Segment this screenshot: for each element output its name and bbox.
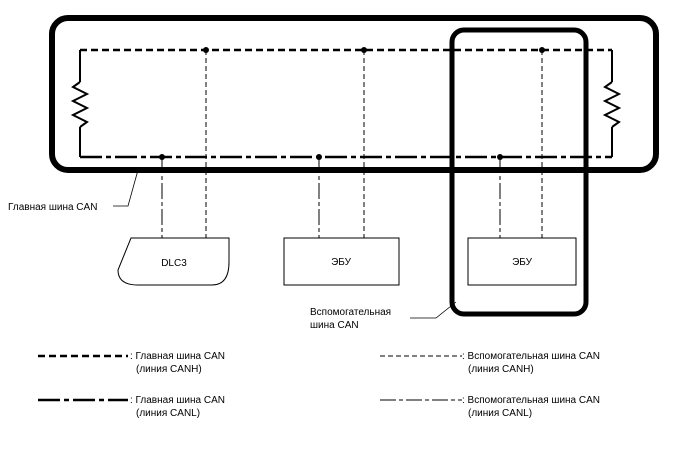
sub-canh-stubs	[205, 50, 543, 238]
legend-main-canl: : Главная шина CAN (линия CANL)	[38, 395, 225, 419]
legend-main-canl-line2: (линия CANL)	[136, 408, 200, 419]
sub-bus-callout-line1: Вспомогательная	[310, 307, 391, 318]
legend-sub-canl-line2: (линия CANL)	[468, 408, 532, 419]
main-bus-callout: Главная шина CAN	[8, 169, 139, 213]
sub-bus-callout: Вспомогательная шина CAN	[310, 301, 457, 331]
dlc3-label: DLC3	[161, 258, 187, 269]
terminator-resistor-right	[602, 50, 622, 157]
main-bus-enclosure	[49, 15, 659, 173]
legend: : Главная шина CAN (линия CANH) : Вспомо…	[38, 351, 600, 419]
sub-bus-callout-line2: шина CAN	[310, 320, 359, 331]
sub-canl-stubs	[161, 157, 501, 238]
legend-sub-canl-line1: : Вспомогательная шина CAN	[462, 395, 600, 406]
legend-main-canh-line1: : Главная шина CAN	[130, 351, 225, 362]
legend-sub-canh-line2: (линия CANH)	[468, 364, 534, 375]
terminator-resistor-left	[70, 50, 90, 157]
legend-main-canh: : Главная шина CAN (линия CANH)	[38, 351, 225, 375]
ecu-box-main: ЭБУ	[283, 237, 400, 286]
legend-sub-canh: : Вспомогательная шина CAN (линия CANH)	[380, 351, 600, 375]
ecu-main-label: ЭБУ	[331, 257, 352, 268]
dlc3-connector: DLC3	[117, 237, 230, 286]
ecu-box-sub: ЭБУ	[467, 237, 577, 286]
legend-main-canh-line2: (линия CANH)	[136, 364, 202, 375]
ecu-sub-label: ЭБУ	[512, 257, 533, 268]
legend-sub-canl: : Вспомогательная шина CAN (линия CANL)	[380, 395, 600, 419]
legend-sub-canh-line1: : Вспомогательная шина CAN	[462, 351, 600, 362]
main-bus-callout-label: Главная шина CAN	[8, 202, 97, 213]
legend-main-canl-line1: : Главная шина CAN	[130, 395, 225, 406]
sub-bus-enclosure	[449, 27, 589, 317]
